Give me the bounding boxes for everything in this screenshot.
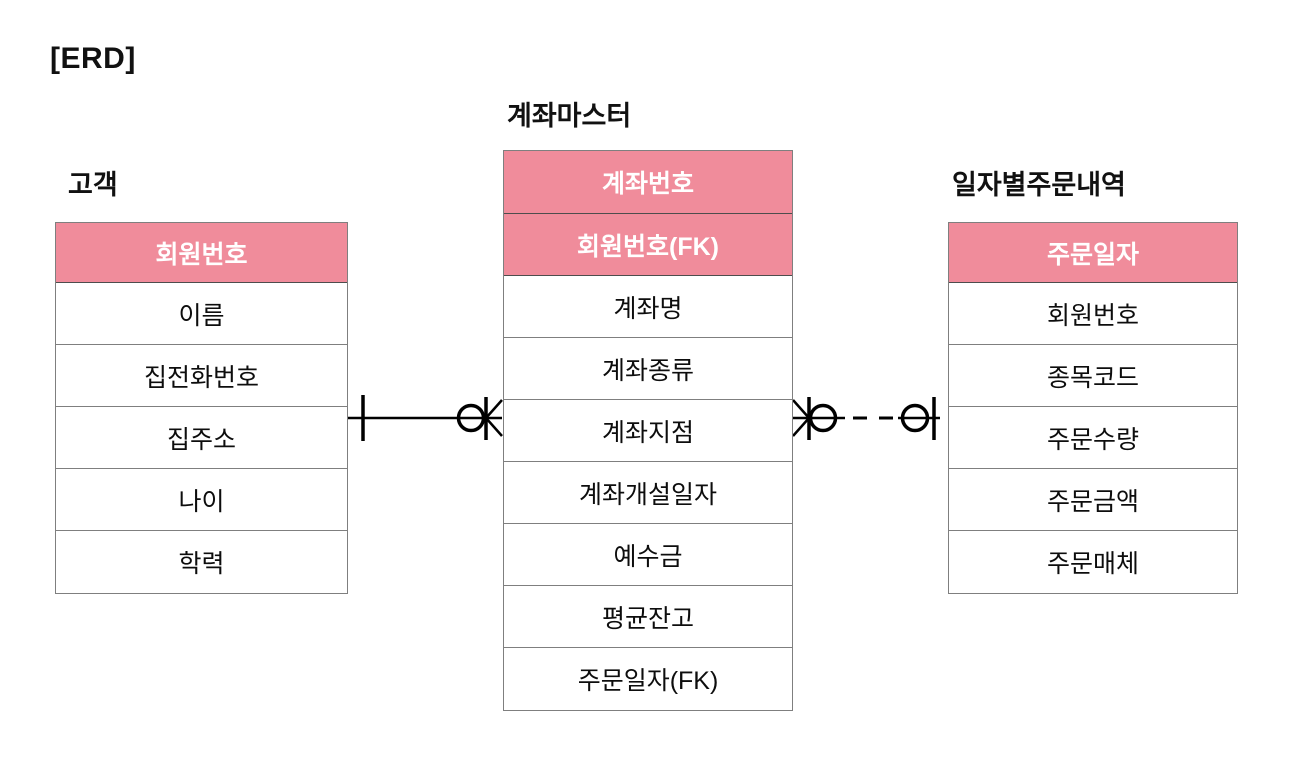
field-cell: 주문일자(FK) (504, 648, 792, 710)
crow-foot-prong-up (485, 399, 503, 419)
key-field-cell: 계좌번호 (504, 151, 792, 214)
field-cell: 계좌종류 (504, 338, 792, 400)
cardinality-zero-circle (456, 403, 486, 433)
field-cell: 계좌지점 (504, 400, 792, 462)
cardinality-zero-circle (900, 403, 930, 433)
crow-foot-prong-up (792, 399, 810, 419)
field-cell: 나이 (56, 469, 347, 531)
key-field-cell: 회원번호 (56, 223, 347, 283)
field-cell: 계좌명 (504, 276, 792, 338)
entity-title-customer: 고객 (68, 170, 118, 200)
key-field-cell: 회원번호(FK) (504, 214, 792, 276)
entity-title-daily-order-history: 일자별주문내역 (952, 170, 1126, 200)
relationship-account-order (792, 397, 940, 440)
field-cell: 학력 (56, 531, 347, 593)
entity-account-master: 계좌번호 회원번호(FK) 계좌명 계좌종류 계좌지점 계좌개설일자 예수금 평… (503, 150, 793, 711)
field-cell: 주문매체 (949, 531, 1237, 593)
field-cell: 종목코드 (949, 345, 1237, 407)
field-cell: 계좌개설일자 (504, 462, 792, 524)
relationship-customer-account (348, 395, 503, 441)
key-field-cell: 주문일자 (949, 223, 1237, 283)
entity-customer: 회원번호 이름 집전화번호 집주소 나이 학력 (55, 222, 348, 594)
field-cell: 주문수량 (949, 407, 1237, 469)
field-cell: 집주소 (56, 407, 347, 469)
entity-daily-order-history: 주문일자 회원번호 종목코드 주문수량 주문금액 주문매체 (948, 222, 1238, 594)
field-cell: 집전화번호 (56, 345, 347, 407)
page-title: [ERD] (50, 42, 136, 75)
field-cell: 이름 (56, 283, 347, 345)
crow-foot-prong-down (485, 417, 503, 437)
field-cell: 주문금액 (949, 469, 1237, 531)
crow-foot-prong-down (792, 417, 810, 437)
entity-title-account-master: 계좌마스터 (507, 101, 632, 131)
field-cell: 평균잔고 (504, 586, 792, 648)
field-cell: 회원번호 (949, 283, 1237, 345)
field-cell: 예수금 (504, 524, 792, 586)
cardinality-zero-circle (808, 403, 838, 433)
